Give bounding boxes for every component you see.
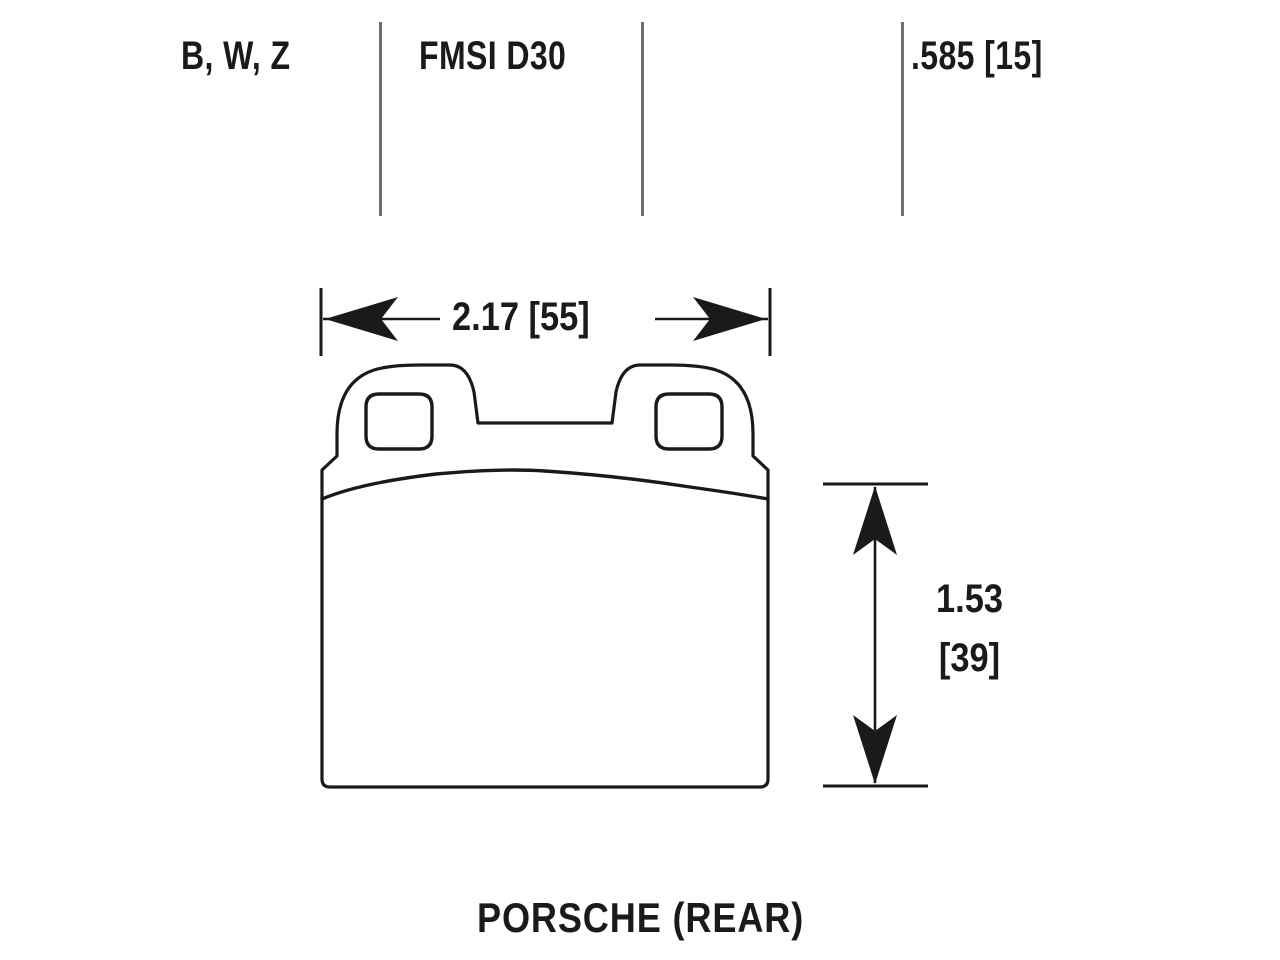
width-dimension-label: 2.17 [55] [452, 295, 590, 339]
compound-codes-label: B, W, Z [181, 34, 291, 78]
friction-material-split-line [320, 468, 770, 501]
mounting-hole-left [364, 392, 434, 451]
arrow-down-icon [853, 715, 897, 784]
height-dimension-label-line2: [39] [938, 636, 1001, 680]
height-dimension-label-line1: 1.53 [936, 577, 1003, 621]
arrow-left-icon [325, 297, 398, 341]
mounting-hole-right [654, 392, 724, 451]
pad-outline-path [320, 363, 770, 789]
thickness-label: .585 [15] [911, 34, 1043, 78]
header-divider-3 [901, 22, 904, 216]
header-divider-1 [379, 22, 382, 216]
application-caption: PORSCHE (REAR) [477, 894, 805, 941]
arrow-right-icon [693, 297, 766, 341]
fmsi-number-label: FMSI D30 [419, 34, 567, 78]
header-divider-2 [641, 22, 644, 216]
arrow-up-icon [853, 486, 897, 555]
